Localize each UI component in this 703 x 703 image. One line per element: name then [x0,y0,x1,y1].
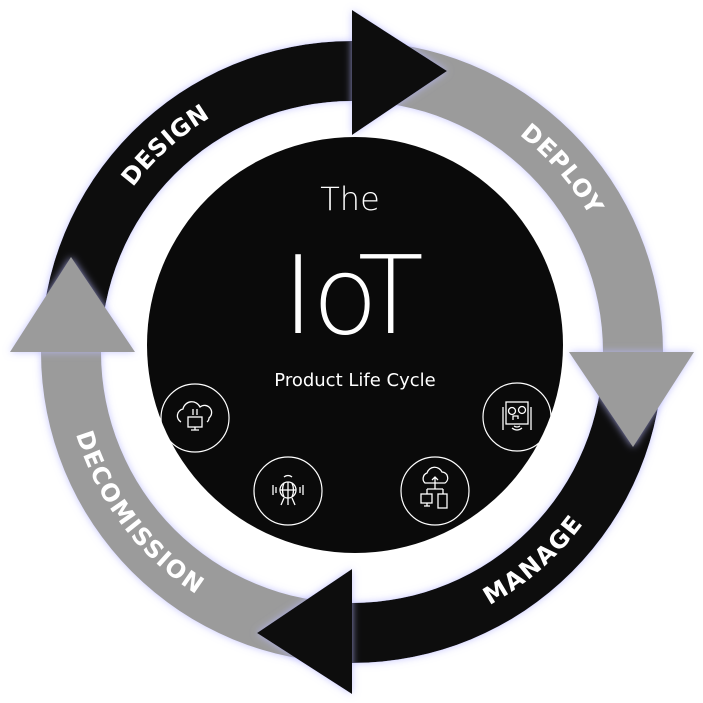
cloud-devices-icon [400,456,470,526]
tablet-control-icon [482,382,552,452]
cloud-computer-icon [160,383,230,453]
center-circle [147,137,563,553]
manage-arrow-head [257,569,352,694]
decomission-arrow-head [10,257,135,352]
design-arrow-head [352,10,447,135]
title-iot: IoT [282,234,422,359]
globe-antenna-icon [253,456,323,526]
deploy-arrow-head [569,352,694,447]
title-subtitle: Product Life Cycle [274,370,435,391]
title-the: The [320,180,380,218]
